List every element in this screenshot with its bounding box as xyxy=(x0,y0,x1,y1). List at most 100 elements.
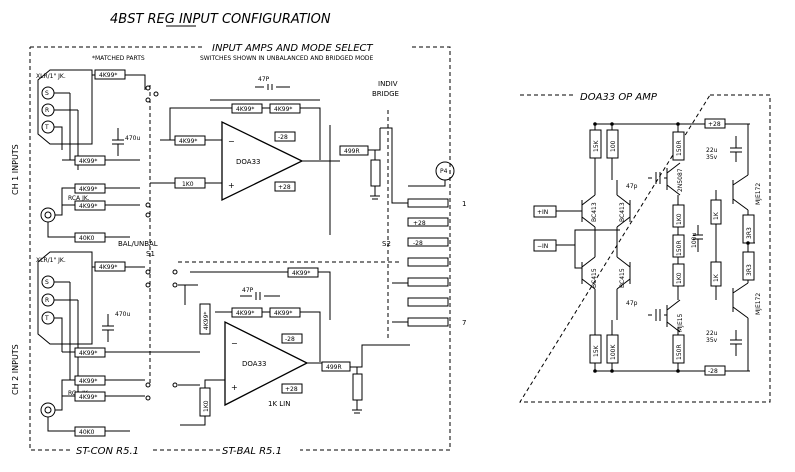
indiv-label: INDIV xyxy=(378,80,398,88)
c-47p-top xyxy=(648,172,667,184)
switch-note: SWITCHES SHOWN IN UNBALANCED AND BRIDGED… xyxy=(200,55,374,62)
ch1-s1-contact-b xyxy=(145,97,151,103)
ch2-link-wire xyxy=(190,271,331,320)
ch2-r-4k99-fb2-label: 4K99* xyxy=(274,310,292,317)
q-out-bot-label: MJE172 xyxy=(755,293,762,315)
s2-label: S2 xyxy=(382,240,391,248)
ch1-output-wire xyxy=(302,125,381,235)
out-pin-minus28 xyxy=(407,237,449,247)
ch2-pin-t-label: T xyxy=(44,315,49,322)
ch2-cap-470u-label: 470u xyxy=(115,311,130,318)
ch1-r-4k99-fb1-label: 4K99* xyxy=(236,106,254,113)
ch1-cap-470u-label: 470u xyxy=(125,135,140,142)
ch2-rail-neg-label: -28 xyxy=(285,336,295,343)
ch2-s1-rca-contact-c xyxy=(172,382,178,388)
ch1-opamp-plus: + xyxy=(228,181,235,190)
ch2-r-4k99-mid-label: 4K99* xyxy=(79,350,97,357)
output-connector: 1 +28 -28 7 xyxy=(380,110,466,340)
out-pin-7 xyxy=(407,317,449,327)
ch2-pin-r-label: R xyxy=(45,297,49,304)
r-1k0-a-label: 1K0 xyxy=(676,213,683,225)
p4-wire xyxy=(408,180,446,187)
ch1-inputs-label: CH 1 INPUTS xyxy=(11,144,20,195)
ch2-rca-center xyxy=(44,406,52,414)
out-pin-1-label: 1 xyxy=(462,200,466,208)
ch1-cap-470u xyxy=(112,128,124,156)
ch1-wire-top xyxy=(92,74,146,90)
ch2-opamp-minus: − xyxy=(231,339,238,348)
ch2-40k0-wire xyxy=(47,417,130,432)
r-15k-bot-label: 15K xyxy=(593,344,600,357)
opamp-plus28-box xyxy=(704,118,726,129)
ch1-40k0-wire xyxy=(47,222,130,238)
ch1-pin-t-label: T xyxy=(44,124,49,131)
ch2-r-4k99-vert-label: 4K99* xyxy=(203,312,210,330)
ch1-s1-rca-contact-b xyxy=(145,212,151,218)
ch1-r-40k0-label: 40K0 xyxy=(79,235,95,242)
ch2-opamp-plus: + xyxy=(231,383,238,392)
r-3r3-top-label: 3R3 xyxy=(746,227,753,239)
q-vas-top-label: 2N5087 xyxy=(677,168,684,192)
bottom-wires xyxy=(594,320,679,371)
q-vas-bot: MJE15 xyxy=(666,299,684,333)
c-22u-top xyxy=(730,136,742,162)
c-47p-top-label: 47p xyxy=(626,183,638,190)
q-in-bot: BC415 xyxy=(581,256,598,290)
ch2-r-1k0-out xyxy=(352,373,363,401)
r-1k0-b-label: 1K0 xyxy=(676,272,683,284)
doa33-circuit: +28 -28 +IN −IN 15K 100 150R 1K 3R3 BC41… xyxy=(533,118,762,376)
c-35v-bot-label: 35v xyxy=(706,337,718,344)
bal-unbal-label: BAL/UNBAL xyxy=(118,240,158,248)
out-pin-1 xyxy=(407,198,449,208)
ch2-s1-contact-c xyxy=(172,269,178,275)
footer-right: ST-BAL R5.1 xyxy=(222,446,282,457)
ch2-rail-neg xyxy=(281,333,303,344)
ch1-gnd xyxy=(370,150,380,200)
out-pin-4 xyxy=(407,257,449,267)
q-in-top-2: BC413 xyxy=(616,194,631,228)
ch2-s1-rca-contact xyxy=(145,382,151,388)
matched-parts-note: *MATCHED PARTS xyxy=(92,55,145,62)
in-plus-label: +IN xyxy=(537,209,548,216)
c-100u-label: 100u xyxy=(691,233,698,248)
ch1-r-1k xyxy=(370,159,381,187)
input-panel-title: INPUT AMPS AND MODE SELECT xyxy=(212,43,374,54)
ch1-r-4k99-fb2-label: 4K99* xyxy=(274,106,292,113)
ch1-pin-s-label: S xyxy=(45,90,49,97)
ch2-s1-rca-contact-b xyxy=(145,395,151,401)
opamp-minus28-label: -28 xyxy=(708,368,718,375)
ch2-s1-contact-b xyxy=(145,282,151,288)
ch1-xlr-connector xyxy=(37,69,93,145)
ch2-fb-wire xyxy=(215,311,321,362)
ch2-r-4k99-top-label: 4K99* xyxy=(99,264,117,271)
in-minus-label: −IN xyxy=(537,243,548,250)
ch2-s1-contact-a xyxy=(145,269,151,275)
q-in-bot-label: BC415 xyxy=(591,268,598,288)
ch2-r-4k99-link-label: 4K99* xyxy=(292,270,310,277)
ch1-feedback-wire xyxy=(160,99,320,141)
c-22u-bot-label: 22u xyxy=(706,330,718,337)
ch1-rca-jack xyxy=(40,207,56,223)
ch1-opamp-minus: − xyxy=(228,137,235,146)
c-35v-top-label: 35v xyxy=(706,154,718,161)
ch2-pot-wire xyxy=(178,379,225,426)
q-in-top-label: BC413 xyxy=(591,202,598,222)
ch2-gnd xyxy=(352,367,362,414)
ch2-xlr-connector xyxy=(37,251,93,345)
ch1-rca-wiring xyxy=(55,187,140,216)
ch2-output-wire xyxy=(307,344,410,368)
q-vas-top: 2N5087 xyxy=(666,162,684,196)
ch2-r-4k99-rca2-label: 4K99* xyxy=(79,394,97,401)
ch2-opamp xyxy=(224,320,309,407)
input-panel-border xyxy=(29,46,451,451)
q-in-bot-2: BC415 xyxy=(616,256,631,290)
ch2-r-499r xyxy=(321,361,351,372)
ch1-rail-pos-label: +28 xyxy=(278,184,291,191)
channel-2: XLR/1" JK. S R T 470u 4K99* 4K99* 4K99* … xyxy=(36,251,410,437)
q-out-top-label: MJE172 xyxy=(755,183,762,205)
ch2-s1-wire xyxy=(178,284,198,305)
ch2-xlr-label: XLR/1" JK. xyxy=(36,257,66,264)
ch2-inputs-label: CH 2 INPUTS xyxy=(11,344,20,395)
ch2-pot-label: 1K LIN xyxy=(268,400,290,408)
ch1-fb-wire xyxy=(210,107,321,160)
